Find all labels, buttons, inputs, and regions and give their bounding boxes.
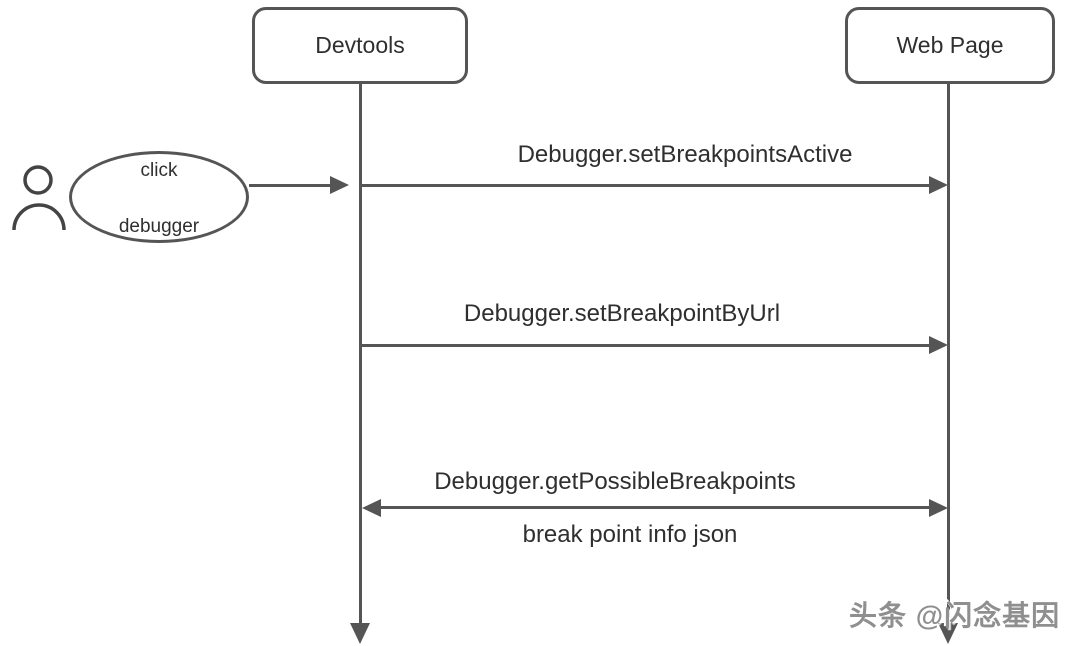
actor-arrow bbox=[249, 184, 331, 187]
lifeline-devtools-arrowhead-icon bbox=[350, 623, 370, 644]
message-arrow-3 bbox=[380, 506, 930, 509]
use-case-ellipse: click debugger bbox=[69, 151, 249, 243]
message-arrow-3-right-head-icon bbox=[929, 499, 948, 517]
lifeline-webpage-arrowhead-icon bbox=[938, 623, 958, 644]
participant-devtools-label: Devtools bbox=[315, 32, 405, 58]
message-label-3: Debugger.getPossibleBreakpoints bbox=[434, 468, 796, 495]
message-label-1: Debugger.setBreakpointsActive bbox=[517, 141, 853, 168]
message-arrow-2 bbox=[362, 344, 929, 347]
use-case-label-line1: click bbox=[140, 160, 178, 181]
watermark: 头条 @闪念基因 bbox=[849, 600, 1061, 631]
message-arrow-1-head-icon bbox=[929, 176, 948, 194]
participant-devtools: Devtools bbox=[252, 7, 468, 84]
use-case-label-line2: debugger bbox=[118, 216, 200, 237]
participant-webpage-label: Web Page bbox=[896, 32, 1004, 58]
message-arrow-1 bbox=[362, 184, 929, 187]
actor-icon bbox=[12, 165, 66, 231]
message-arrow-2-head-icon bbox=[929, 336, 948, 354]
actor-arrowhead-icon bbox=[330, 176, 349, 194]
participant-webpage: Web Page bbox=[845, 7, 1055, 84]
message-label-2: Debugger.setBreakpointByUrl bbox=[463, 300, 781, 327]
message-response-label-3: break point info json bbox=[522, 521, 738, 548]
lifeline-devtools bbox=[359, 84, 362, 623]
message-arrow-3-left-head-icon bbox=[362, 499, 381, 517]
lifeline-webpage bbox=[947, 84, 950, 623]
